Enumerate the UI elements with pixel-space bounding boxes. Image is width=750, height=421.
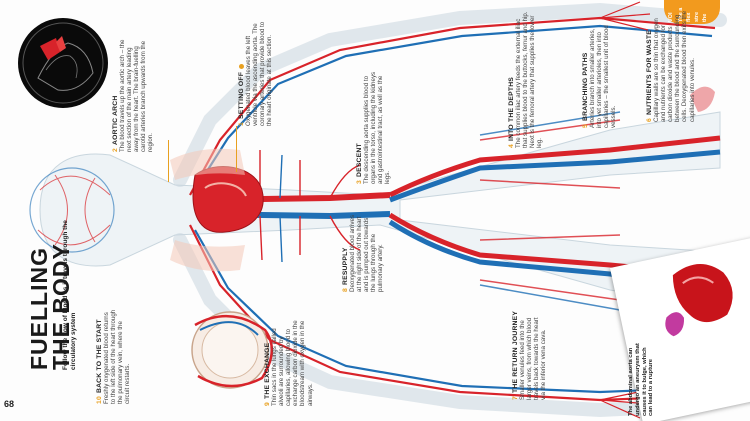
aorta-aneurysm-illustration [665, 263, 733, 337]
aneurysm-note-card [610, 236, 750, 421]
page-subtitle: Follow the flow of blood as it travels t… [62, 220, 77, 370]
leader-line [168, 140, 169, 182]
caption-marker-icon [239, 63, 245, 69]
leader-line [236, 126, 237, 172]
section-tab: VOI The a flex stre the [664, 0, 720, 24]
heart-xray-image [18, 18, 108, 108]
aneurysm-note-text: The abdominal aorta can undergo an aneur… [628, 343, 655, 416]
page-number: 68 [4, 399, 15, 409]
